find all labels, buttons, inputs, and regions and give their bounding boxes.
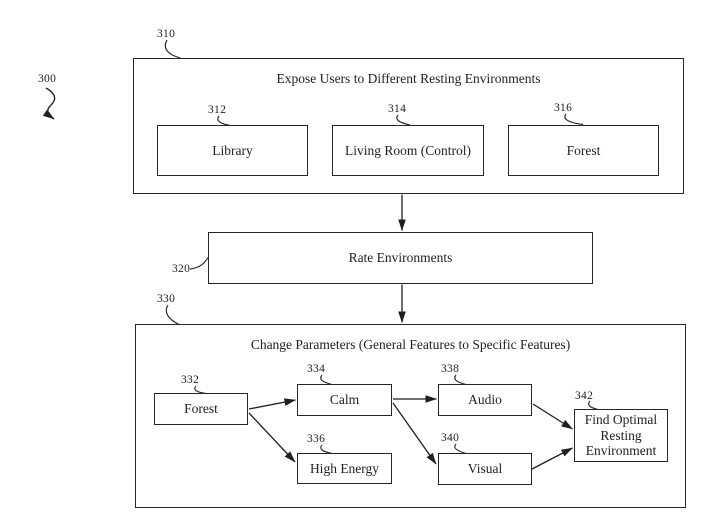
ref-314: 314 [388, 103, 407, 115]
visual-node-box: Visual [438, 453, 532, 485]
calm-node-label: Calm [329, 392, 360, 408]
ref-334: 334 [307, 363, 326, 375]
high-energy-node-label: High Energy [309, 460, 380, 476]
ref-330: 330 [157, 293, 176, 305]
change-parameters-title: Change Parameters (General Features to S… [250, 337, 571, 352]
living-room-box: Living Room (Control) [332, 125, 484, 176]
optimal-environment-box: Find Optimal Resting Environment [574, 409, 668, 462]
ref-342: 342 [575, 390, 594, 402]
leader-ref-330 [165, 304, 180, 326]
optimal-environment-label: Find Optimal Resting Environment [584, 411, 658, 459]
calm-node-box: Calm [297, 384, 392, 416]
ref-300: 300 [38, 73, 57, 85]
expose-environments-title: Expose Users to Different Resting Enviro… [276, 71, 541, 86]
ref-320: 320 [172, 263, 191, 275]
ref-336: 336 [307, 433, 326, 445]
ref-332: 332 [181, 374, 200, 386]
ref-316: 316 [554, 102, 573, 114]
ref-310: 310 [157, 28, 176, 40]
high-energy-node-box: High Energy [297, 453, 392, 484]
library-box: Library [157, 125, 308, 176]
forest-exposure-label: Forest [566, 142, 601, 158]
rate-environments-box: Rate Environments [208, 232, 593, 284]
visual-node-label: Visual [467, 461, 503, 477]
leader-ref-320 [189, 257, 209, 270]
leader-ref-310 [164, 39, 181, 59]
figure-ref-arrow [42, 87, 56, 120]
forest-node-label: Forest [184, 401, 218, 417]
audio-node-box: Audio [438, 384, 532, 416]
forest-node-box: Forest [154, 393, 248, 425]
ref-312: 312 [208, 104, 227, 116]
ref-338: 338 [441, 363, 460, 375]
audio-node-label: Audio [468, 392, 502, 408]
library-label: Library [212, 142, 253, 158]
rate-environments-label: Rate Environments [348, 250, 453, 266]
ref-340: 340 [441, 432, 460, 444]
living-room-label: Living Room (Control) [345, 142, 471, 158]
forest-exposure-box: Forest [508, 125, 659, 176]
